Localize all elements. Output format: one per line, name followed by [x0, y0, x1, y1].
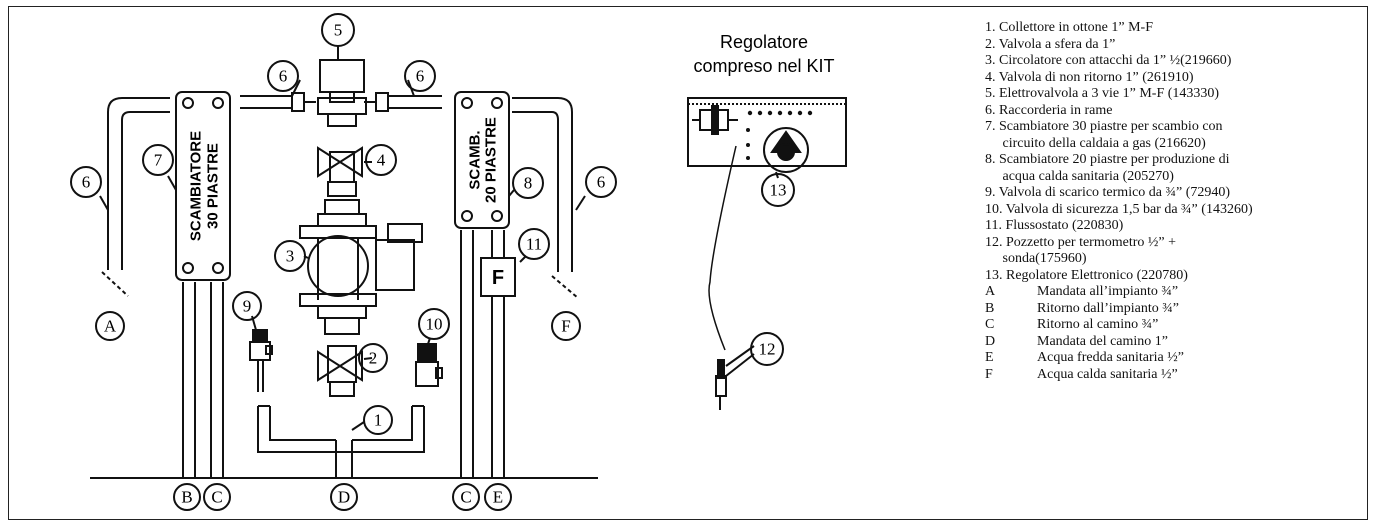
legend-item: 10. Valvola di sicurezza 1,5 bar da ¾” (… — [985, 201, 1253, 217]
callout-1: 1 — [374, 411, 383, 430]
pipe-label-D: D — [338, 488, 350, 507]
legend-item: 4. Valvola di non ritorno 1” (261910) — [985, 69, 1194, 85]
callout-2: 2 — [369, 349, 378, 368]
legend-item: 2. Valvola a sfera da 1” — [985, 36, 1116, 52]
callout-13: 13 — [770, 181, 787, 200]
callout-6-right: 6 — [416, 67, 425, 86]
callout-6-far-left: 6 — [82, 173, 91, 192]
callout-7: 7 — [154, 151, 163, 170]
callout-9: 9 — [243, 297, 252, 316]
legend-item: acqua calda sanitaria (205270) — [985, 168, 1174, 184]
regulator-title-line-1: Regolatore — [720, 32, 808, 52]
legend-item: 5. Elettrovalvola a 3 vie 1” M-F (143330… — [985, 86, 1220, 101]
callout-12: 12 — [759, 340, 776, 359]
flow-switch-letter: F — [492, 267, 504, 289]
thermal-discharge-valve — [252, 329, 268, 343]
diagram-frame — [8, 6, 1368, 520]
legend-item: 11. Flussostato (220830) — [985, 218, 1124, 233]
legend-item: 3. Circolatore con attacchi da 1” ½(2196… — [985, 53, 1232, 68]
electrovalve-3-way — [319, 59, 365, 93]
exchanger-30-plates — [175, 91, 231, 281]
callout-3: 3 — [286, 247, 295, 266]
pipe-F — [512, 97, 573, 272]
callout-10: 10 — [426, 315, 443, 334]
pipe-F-inner — [512, 111, 559, 272]
callout-5: 5 — [334, 21, 343, 40]
flow-switch — [480, 257, 516, 297]
callout-8: 8 — [524, 174, 533, 193]
legend-item: 12. Pozzetto per termometro ½” + — [985, 234, 1177, 250]
callout-4: 4 — [377, 151, 386, 170]
safety-valve — [417, 343, 437, 363]
legend-item: 7. Scambiatore 30 piastre per scambio co… — [985, 119, 1223, 134]
pipe-label-F: F — [561, 317, 570, 336]
pipe-label-B: B — [181, 488, 192, 507]
legend-item: 1. Collettore in ottone 1” M-F — [985, 20, 1153, 35]
pipe-A-inner — [121, 111, 170, 270]
legend-item: 6. Raccorderia in rame — [985, 102, 1113, 118]
callout-6-far-right: 6 — [597, 173, 606, 192]
exchanger-30-label-2: 30 PIASTRE — [205, 143, 222, 229]
callout-6-left: 6 — [279, 67, 288, 86]
pipe-label-C-right: C — [460, 488, 471, 507]
exchanger-20-label: SCAMB. — [467, 130, 484, 189]
pipe-label-A: A — [104, 317, 117, 336]
legend-list: 1. Collettore in ottone 1” M-F 2. Valvol… — [985, 20, 1360, 383]
pipe-label-C-left: C — [211, 488, 222, 507]
electronic-regulator — [687, 97, 847, 167]
brass-manifold — [257, 406, 425, 453]
legend-item: 13. Regolatore Elettronico (220780) — [985, 267, 1188, 283]
exchanger-30-label: SCAMBIATORE — [188, 131, 205, 241]
legend-item: 8. Scambiatore 20 piastre per produzione… — [985, 152, 1230, 167]
regulator-title-line-2: compreso nel KIT — [693, 56, 834, 76]
pipe-A — [107, 97, 170, 270]
exchanger-20-plates — [454, 91, 510, 229]
exchanger-20-label-2: 20 PIASTRE — [483, 117, 500, 203]
sensor-well — [717, 359, 725, 379]
legend-item: sonda(175960) — [985, 251, 1087, 266]
pipe-label-E: E — [493, 488, 503, 507]
legend-item: circuito della caldaia a gas (216620) — [985, 135, 1206, 151]
callout-11: 11 — [526, 235, 542, 254]
circulator-pump — [307, 235, 369, 297]
legend-item: 9. Valvola di scarico termico da ¾” (729… — [985, 185, 1231, 200]
